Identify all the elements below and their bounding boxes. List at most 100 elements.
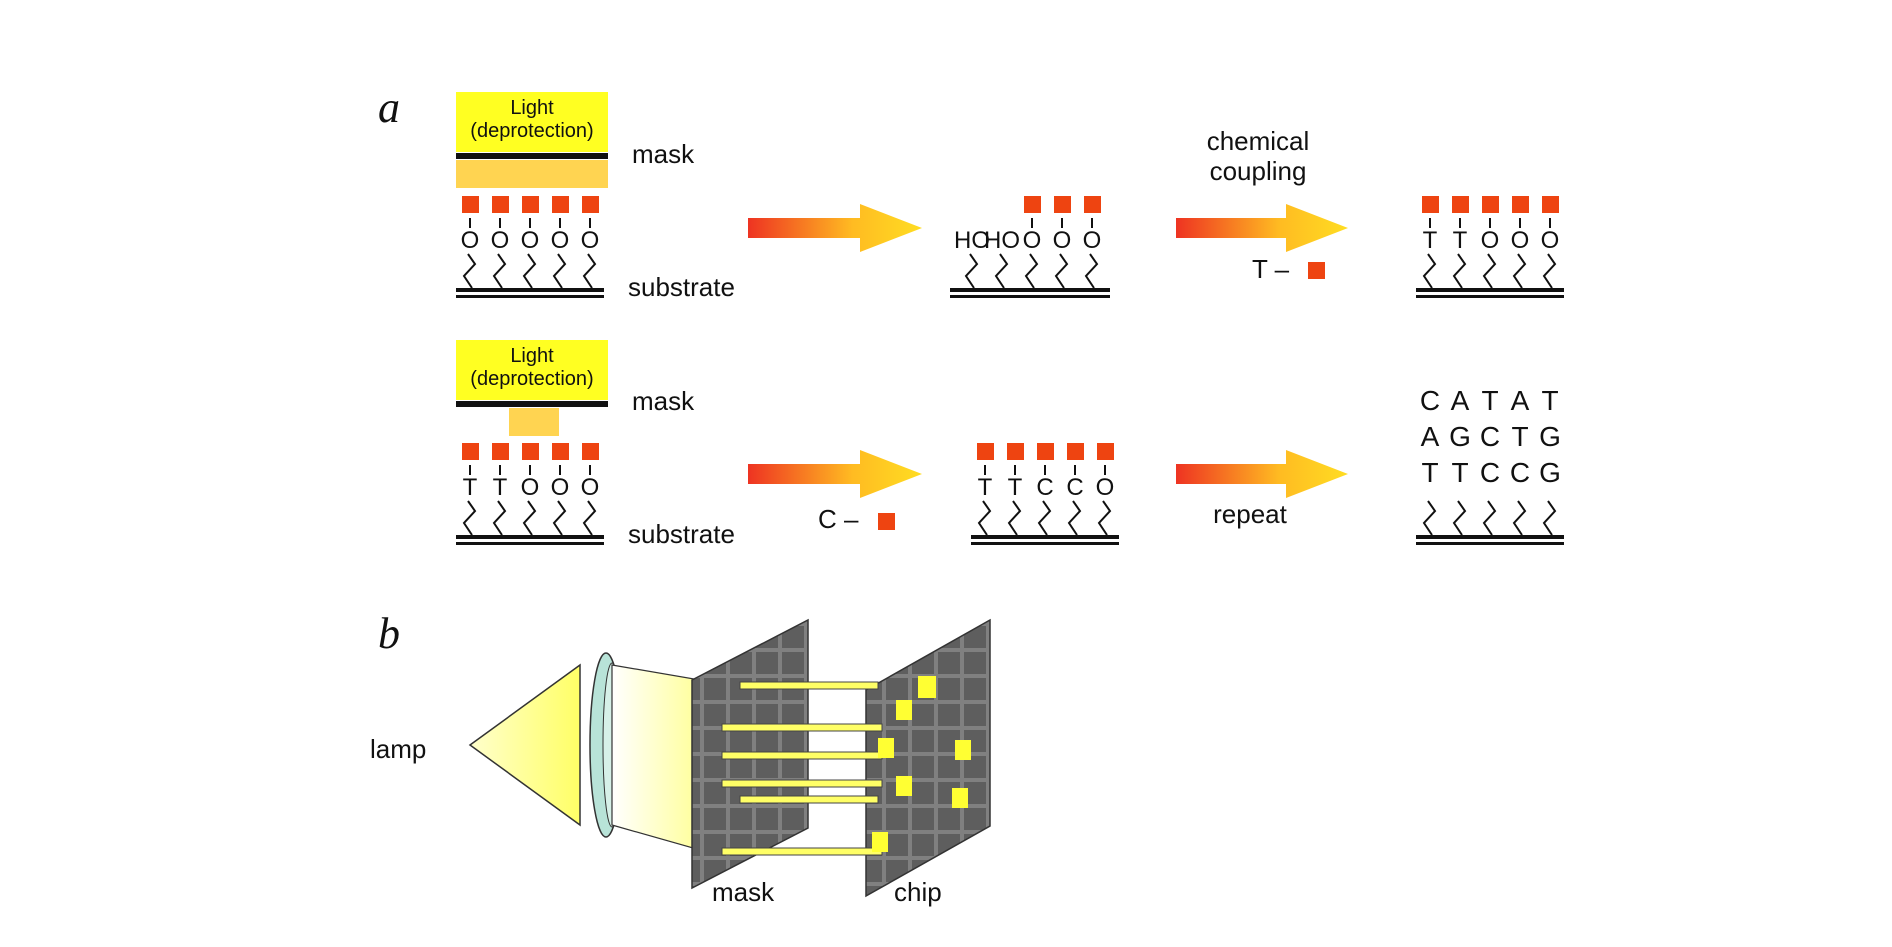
light-beam-b (611, 664, 701, 851)
sequence-base: A (1511, 385, 1530, 416)
row1-light-mask: Light (deprotection) mask substrate (456, 92, 735, 302)
arrow-coupling-row1 (1176, 204, 1348, 252)
base-label: O (1023, 227, 1042, 254)
sequence-base: G (1539, 421, 1561, 452)
sequence-base: T (1541, 385, 1558, 416)
protect-group (492, 443, 509, 460)
row2-light-mask: Light (deprotection) mask substrate (456, 340, 735, 549)
light-title: Light (510, 97, 554, 119)
panel-b-label: b (378, 609, 400, 658)
linker (582, 500, 597, 536)
linker (1542, 500, 1557, 536)
protect-group (552, 443, 569, 460)
base-label: O (491, 227, 510, 254)
base-label: O (521, 474, 540, 501)
substrate-label: substrate (628, 272, 735, 302)
sequence-base: C (1480, 457, 1500, 488)
sequence-base: A (1421, 421, 1440, 452)
mask-label: mask (632, 386, 695, 416)
linker (1007, 500, 1022, 536)
arrow-deprotect-row2 (748, 450, 922, 498)
protect-group (582, 196, 599, 213)
linker (1482, 500, 1497, 536)
chip-label: chip (894, 877, 942, 907)
mask-label-b: mask (712, 877, 775, 907)
linker (582, 253, 597, 289)
protect-group (1512, 196, 1529, 213)
light-title: Light (510, 345, 554, 367)
substrate-line (971, 542, 1119, 545)
linker (1054, 253, 1069, 289)
linker (1512, 253, 1527, 289)
arrow-deprotect-row1 (748, 204, 922, 252)
sequence-base: G (1449, 421, 1471, 452)
protect-group (1482, 196, 1499, 213)
sequence-base: C (1420, 385, 1440, 416)
base-label: T (463, 474, 478, 501)
linker (462, 253, 477, 289)
substrate-label: substrate (628, 519, 735, 549)
light-rods (721, 681, 883, 856)
substrate-line (950, 295, 1110, 298)
repeat-label: repeat (1213, 499, 1287, 529)
base-label: T (1453, 227, 1468, 254)
linker (964, 253, 979, 289)
substrate-line (456, 288, 604, 292)
base-label: O (581, 474, 600, 501)
linker (522, 500, 537, 536)
protect-group (492, 196, 509, 213)
linker (492, 253, 507, 289)
base-label: O (1481, 227, 1500, 254)
base-label: T (493, 474, 508, 501)
protect-group (1097, 443, 1114, 460)
row2-final-strands (1416, 500, 1564, 545)
linker (1422, 500, 1437, 536)
chip-grid (865, 618, 991, 898)
sequence-base: A (1451, 385, 1470, 416)
sequence-base: T (1421, 457, 1438, 488)
mask-bar (456, 153, 608, 159)
sequence-base: G (1539, 457, 1561, 488)
panel-a-label: a (378, 83, 400, 132)
base-label: C (1066, 474, 1083, 501)
base-label: O (1541, 227, 1560, 254)
linker (1482, 253, 1497, 289)
protect-group (522, 443, 539, 460)
mask-label: mask (632, 139, 695, 169)
protect-group (1422, 196, 1439, 213)
substrate-line (1416, 535, 1564, 539)
substrate-line (950, 288, 1110, 292)
sequence-base: C (1480, 421, 1500, 452)
base-label: HO (954, 227, 990, 254)
base-label: O (551, 227, 570, 254)
protect-group (1024, 196, 1041, 213)
base-label: T (1423, 227, 1438, 254)
linker (462, 500, 477, 536)
sequence-base: T (1511, 421, 1528, 452)
substrate-line (1416, 288, 1564, 292)
linker (552, 253, 567, 289)
protect-group-icon (878, 513, 895, 530)
reagent-c-label: C – (818, 504, 859, 534)
protect-group (522, 196, 539, 213)
base-label: O (581, 227, 600, 254)
linker (1542, 253, 1557, 289)
linker (1452, 253, 1467, 289)
coupling-label-line2: coupling (1210, 156, 1307, 186)
substrate-line (971, 535, 1119, 539)
linker (977, 500, 992, 536)
linker (1097, 500, 1112, 536)
base-label: O (1083, 227, 1102, 254)
chip-highlights (872, 676, 971, 852)
sequence-base: C (1510, 457, 1530, 488)
linker (1067, 500, 1082, 536)
light-box (456, 92, 608, 152)
linker (1024, 253, 1039, 289)
linker (552, 500, 567, 536)
protect-group (1067, 443, 1084, 460)
protect-group (462, 443, 479, 460)
